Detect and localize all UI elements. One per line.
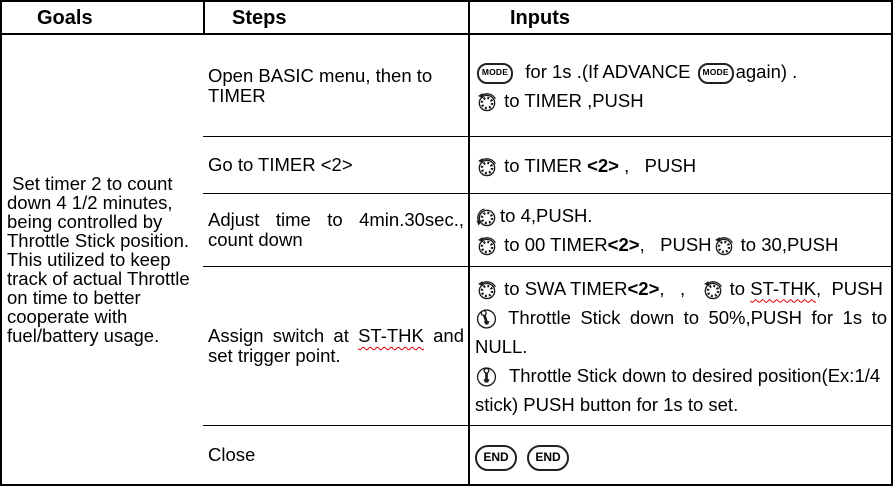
inputs-line: to 00 TIMER<2>, PUSH to 30,PUSH xyxy=(475,230,887,259)
inputs-line: END END xyxy=(475,440,887,471)
mode-button-icon: MODE xyxy=(697,62,734,84)
rotary-dial-icon xyxy=(475,155,498,178)
inputs-cell-assign-switch: to SWA TIMER<2>, , to ST-THK, PUSH Throt… xyxy=(468,266,891,425)
column-header-steps: Steps xyxy=(203,2,468,35)
inputs-text: , PUSH xyxy=(639,234,712,255)
inputs-text: to 00 TIMER xyxy=(499,234,608,255)
inputs-line: Throttle Stick down to desired position(… xyxy=(475,361,887,390)
steps-cell-assign-switch: Assign switch at ST-THK and set trigger … xyxy=(203,266,468,425)
inputs-text: Throttle Stick down to desired position(… xyxy=(499,364,881,386)
header-label: Steps xyxy=(232,6,287,29)
steps-text: Close xyxy=(208,444,256,465)
goals-text-line: fuel/battery usage. xyxy=(7,325,160,346)
inputs-text: to 30,PUSH xyxy=(735,234,839,255)
inputs-text: for 1s .(If ADVANCE xyxy=(515,60,696,82)
rotary-dial-icon xyxy=(475,278,498,301)
goals-text-line: being controlled by xyxy=(7,211,163,232)
steps-text: Open BASIC menu, then to xyxy=(208,64,433,86)
inputs-text-bold: <2> xyxy=(607,234,640,255)
header-label: Goals xyxy=(37,6,93,29)
inputs-text: to TIMER xyxy=(499,154,588,176)
inputs-line: to TIMER <2> , PUSH xyxy=(475,151,887,180)
inputs-line: to 4,PUSH. xyxy=(475,201,887,230)
steps-cell-open-basic: Open BASIC menu, then to TIMER xyxy=(203,35,468,136)
column-header-goals: Goals xyxy=(2,2,203,35)
goals-cell: Set timer 2 to count down 4 1/2 minutes,… xyxy=(2,35,203,484)
inputs-text-bold: <2> xyxy=(627,277,660,299)
steps-cell-close: Close xyxy=(203,425,468,484)
steps-text: Assign switch at ST-THK and xyxy=(208,326,464,346)
column-header-inputs: Inputs xyxy=(468,2,891,35)
inputs-line: stick) PUSH button for 1s to set. xyxy=(475,390,887,419)
inputs-line: Throttle Stick down to 50%,PUSH for 1s t… xyxy=(475,303,887,332)
goals-text-line: down 4 1/2 minutes, xyxy=(7,192,173,213)
header-label: Inputs xyxy=(510,6,570,29)
rotary-dial-icon xyxy=(475,234,498,257)
throttle-stick-up-icon xyxy=(475,365,498,388)
inputs-text-misspelled: ST-THK xyxy=(750,277,817,299)
rotary-dial-icon xyxy=(701,278,724,301)
inputs-text: Throttle Stick down to 50%,PUSH for 1s t… xyxy=(499,306,887,328)
goals-text-line: This utilized to keep xyxy=(7,249,171,270)
steps-text-part: Assign switch at xyxy=(208,325,359,346)
inputs-text: , PUSH xyxy=(816,277,883,299)
goals-text-line: Throttle Stick position. xyxy=(7,230,189,251)
steps-text-part: and xyxy=(423,325,464,346)
goals-text-line: Set timer 2 to count xyxy=(7,173,173,194)
steps-text-misspelled: ST-THK xyxy=(358,325,424,346)
goals-text-line: track of actual Throttle xyxy=(7,268,190,289)
inputs-cell-close: END END xyxy=(468,425,891,484)
throttle-stick-tilted-icon xyxy=(475,307,498,330)
inputs-text: , , xyxy=(659,277,701,299)
steps-text: count down xyxy=(208,229,303,250)
inputs-text: stick) PUSH button for 1s to set. xyxy=(475,393,739,415)
steps-text: set trigger point. xyxy=(208,345,341,366)
inputs-text: to TIMER ,PUSH xyxy=(499,89,644,111)
inputs-line: NULL. xyxy=(475,332,887,361)
inputs-text: to SWA TIMER xyxy=(499,277,628,299)
rotary-dial-icon xyxy=(475,90,498,113)
end-button-icon: END xyxy=(475,444,517,471)
inputs-text: NULL. xyxy=(475,335,528,357)
inputs-text: to xyxy=(724,277,751,299)
rotary-dial-icon xyxy=(712,234,735,257)
mode-button-icon: MODE xyxy=(477,62,513,84)
goals-text-line: cooperate with xyxy=(7,306,128,327)
steps-text: Go to TIMER <2> xyxy=(208,154,353,175)
rotary-dial-icon xyxy=(475,205,498,228)
inputs-line: to SWA TIMER<2>, , to ST-THK, PUSH xyxy=(475,274,887,303)
inputs-cell-go-to-timer2: to TIMER <2> , PUSH xyxy=(468,136,891,193)
steps-text: Adjust time to 4min.30sec., xyxy=(208,209,464,230)
inputs-line: to TIMER ,PUSH xyxy=(475,86,887,115)
steps-cell-adjust-time: Adjust time to 4min.30sec., count down xyxy=(203,193,468,266)
steps-text: TIMER xyxy=(208,84,266,106)
inputs-text: to 4,PUSH. xyxy=(500,205,593,226)
end-button-icon: END xyxy=(527,444,569,471)
inputs-text: again) . xyxy=(735,60,798,82)
steps-cell-go-to-timer2: Go to TIMER <2> xyxy=(203,136,468,193)
goals-text-line: on time to better xyxy=(7,287,141,308)
inputs-cell-adjust-time: to 4,PUSH. to 00 TIMER<2>, PUSH to 30,PU… xyxy=(468,193,891,266)
inputs-text: , PUSH xyxy=(618,154,697,176)
inputs-text-bold: <2> xyxy=(587,154,619,176)
